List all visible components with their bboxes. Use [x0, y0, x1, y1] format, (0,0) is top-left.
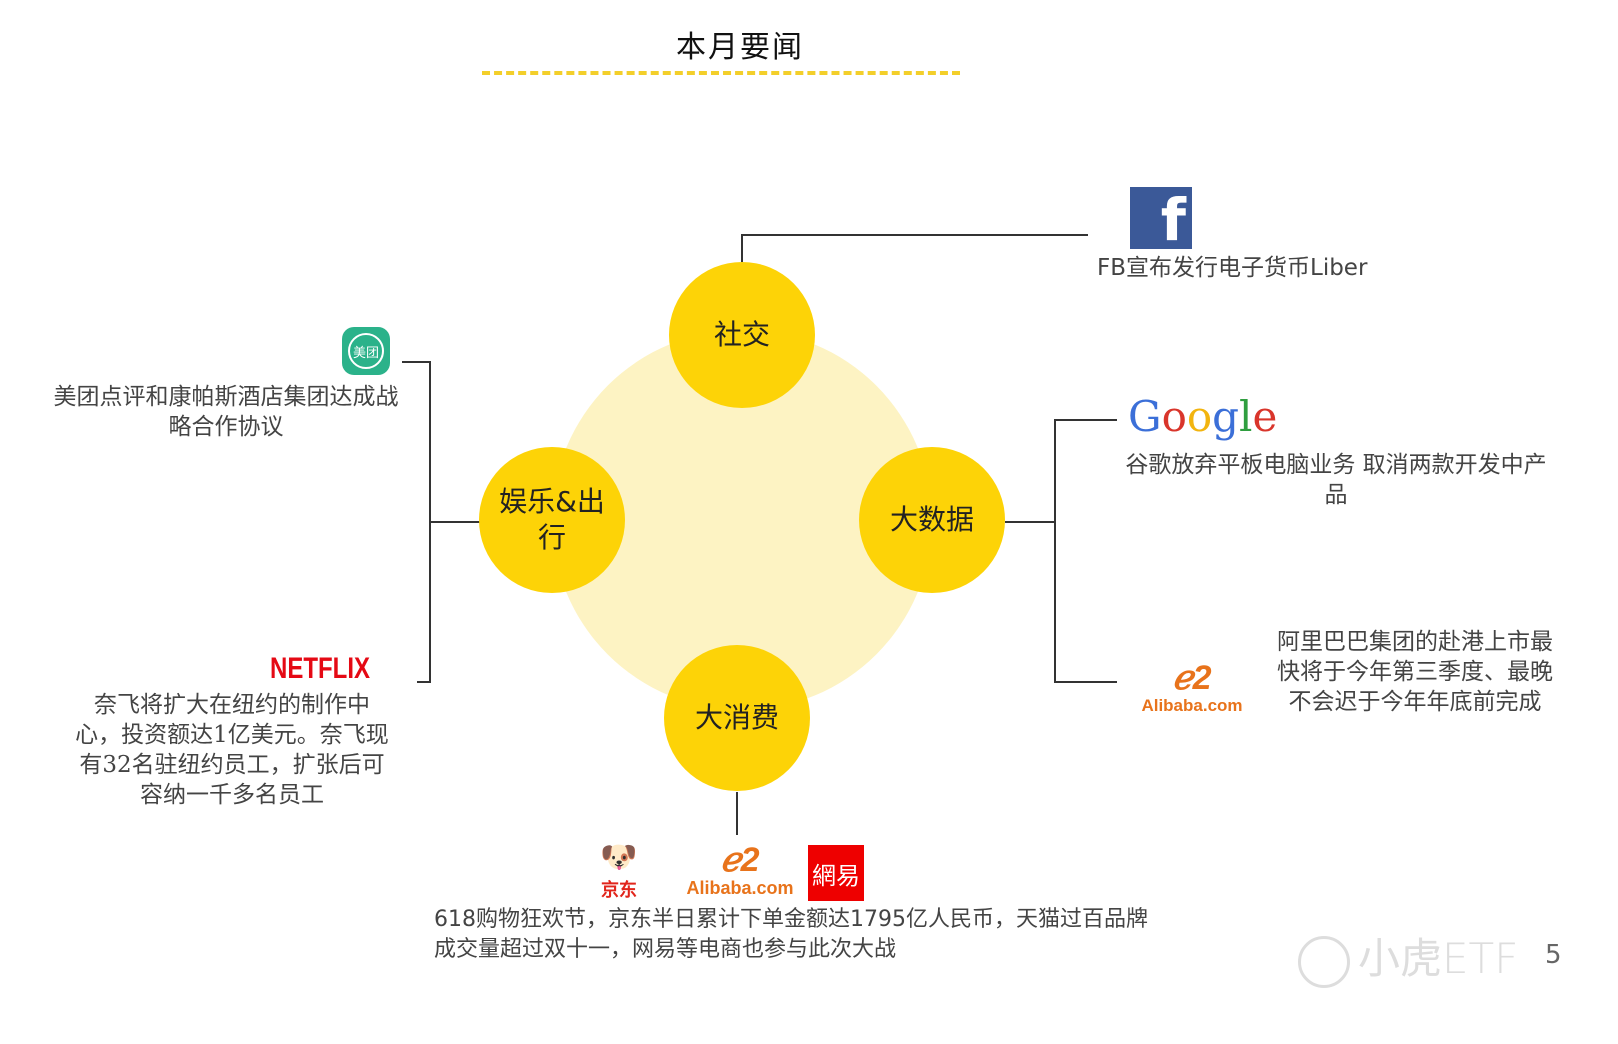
netflix-logo: NETFLIX [270, 652, 370, 685]
news-meituan: 美团点评和康帕斯酒店集团达成战略合作协议 [53, 384, 399, 440]
news-google: 谷歌放弃平板电脑业务 取消两款开发中产品 [1125, 452, 1547, 508]
news-fb: FB宣布发行电子货币Liber [1097, 255, 1368, 281]
node-consumer: 大消费 [664, 645, 810, 791]
node-social: 社交 [669, 262, 815, 408]
netease-logo: 網易 [808, 845, 864, 901]
google-logo: Google [1128, 392, 1278, 441]
news-netflix: 奈飞将扩大在纽约的制作中心，投资额达1亿美元。奈飞现有32名驻纽约员工，扩张后可… [75, 692, 389, 808]
watermark: 小虎ETF [1298, 925, 1518, 988]
node-bigdata: 大数据 [859, 447, 1005, 593]
page-title: 本月要闻 [676, 30, 804, 65]
meituan-logo: 美团 [342, 327, 390, 375]
news-consumer: 618购物狂欢节，京东半日累计下单金额达1795亿人民币，天猫过百品牌成交量超过… [434, 907, 1148, 962]
title-divider [482, 71, 960, 75]
page-number: 5 [1545, 940, 1562, 970]
news-alibaba: 阿里巴巴集团的赴港上市最快将于今年第三季度、最晚不会迟于今年年底前完成 [1277, 629, 1553, 715]
tiger-logo-icon [1298, 935, 1350, 988]
jd-logo: 🐶京东 [600, 840, 638, 901]
node-entertainment: 娱乐&出行 [479, 447, 625, 593]
facebook-logo: f [1130, 187, 1192, 249]
